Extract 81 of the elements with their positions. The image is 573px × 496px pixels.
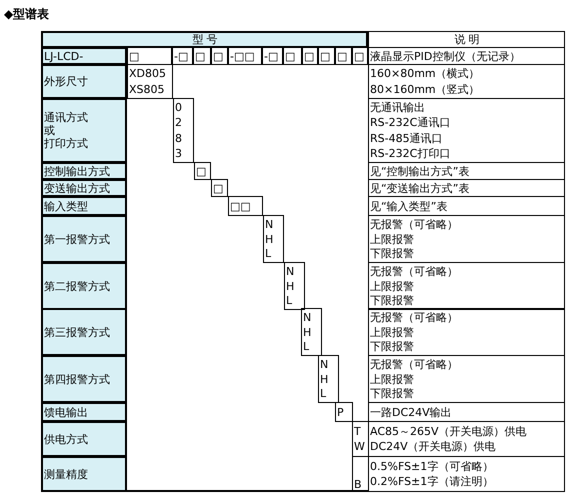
description-text: RS-232C打印口	[369, 146, 450, 160]
code-symbol: N	[319, 358, 328, 371]
description-text: RS-485通讯口	[369, 132, 443, 145]
description-text: 下限报警	[369, 247, 414, 260]
code-symbol: L	[302, 340, 310, 354]
row-label: 第一报警方式	[43, 232, 110, 246]
description-text: 0.2%FS±1字（请注明）	[369, 475, 494, 488]
row-label: 外形尺寸	[43, 75, 88, 88]
code-symbol: □	[303, 50, 314, 62]
code-symbol: XS805	[128, 82, 165, 96]
row-label: 打印方式	[43, 137, 88, 150]
description-text: 160×80mm（横式）	[369, 67, 480, 80]
row-label: 供电方式	[43, 432, 88, 446]
code-symbol: H	[285, 280, 294, 292]
description-text: 0.5%FS±1字（可省略）	[369, 460, 494, 473]
row-label: 第三报警方式	[43, 326, 110, 338]
description-text: 无报警（可省略）	[369, 358, 458, 371]
code-symbol: □	[212, 50, 224, 62]
header-text: 说 明	[453, 33, 480, 46]
row-label: 第二报警方式	[43, 280, 110, 292]
header-text: 型 号	[191, 33, 218, 46]
code-symbol: XD805	[128, 67, 166, 80]
code-symbol: H	[264, 232, 274, 246]
description-text: 上限报警	[369, 372, 414, 386]
row-label: 输入类型	[43, 200, 88, 212]
description-text: 见“输入类型”表	[369, 200, 448, 212]
description-text: 见“控制输出方式”表	[369, 164, 470, 178]
code-symbol: 0	[174, 101, 182, 114]
code-symbol: □□	[229, 200, 251, 212]
description-text: 上限报警	[369, 326, 414, 338]
code-symbol: H	[319, 372, 328, 386]
description-text: 液晶显示PID控制仪（无记录）	[369, 50, 520, 62]
row-label: 测量精度	[43, 468, 88, 480]
code-symbol: □	[195, 164, 206, 178]
code-symbol: T	[353, 424, 361, 438]
code-symbol: N	[285, 264, 294, 278]
code-symbol: W	[353, 440, 365, 454]
code-symbol: □	[212, 182, 224, 194]
code-symbol: B	[353, 478, 362, 491]
description-text: 一路DC24V输出	[369, 406, 452, 418]
row-label: 控制输出方式	[43, 164, 110, 178]
code-symbol: L	[285, 294, 292, 308]
description-text: 下限报警	[369, 294, 414, 308]
description-text: 下限报警	[369, 340, 414, 354]
description-text: DC24V（开关电源）供电	[369, 440, 496, 454]
code-symbol: -□	[173, 50, 188, 62]
code-symbol: □	[128, 50, 140, 62]
code-symbol: P	[336, 406, 344, 418]
code-symbol: H	[302, 326, 312, 338]
code-symbol: L	[264, 247, 272, 260]
description-text: 无报警（可省略）	[369, 218, 458, 231]
code-symbol: N	[302, 310, 312, 324]
code-symbol: 3	[174, 146, 182, 160]
row-label: 馈电输出	[43, 406, 88, 418]
row-label: 第四报警方式	[43, 372, 110, 386]
code-symbol: □	[336, 50, 348, 62]
row-label: 通讯方式	[43, 111, 88, 124]
description-text: 无报警（可省略）	[369, 264, 458, 278]
description-text: 下限报警	[369, 387, 414, 400]
description-text: 80×160mm（竖式）	[369, 82, 480, 96]
code-symbol: 2	[174, 116, 182, 130]
description-text: 无通讯输出	[369, 101, 425, 114]
description-text: 上限报警	[369, 232, 414, 246]
code-symbol: L	[319, 387, 326, 400]
description-text: 上限报警	[369, 280, 414, 292]
code-symbol: -□□	[229, 50, 255, 62]
code-symbol: □	[353, 50, 364, 62]
row-label: 变送输出方式	[43, 182, 110, 194]
code-symbol: □	[194, 50, 206, 62]
description-text: 见“变送输出方式”表	[369, 182, 470, 194]
code-symbol: -□	[263, 50, 278, 62]
description-text: RS-232C通讯口	[369, 116, 450, 130]
table-title: ◆型谱表	[4, 6, 50, 23]
row-label: LJ-LCD-	[43, 50, 84, 62]
row-label: 或	[43, 124, 55, 137]
code-symbol: □	[284, 50, 296, 62]
description-text: AC85～265V（开关电源）供电	[369, 424, 527, 438]
code-symbol: 8	[174, 132, 182, 145]
description-text: 无报警（可省略）	[369, 310, 458, 324]
code-symbol: N	[264, 218, 274, 231]
code-symbol: □	[319, 50, 330, 62]
